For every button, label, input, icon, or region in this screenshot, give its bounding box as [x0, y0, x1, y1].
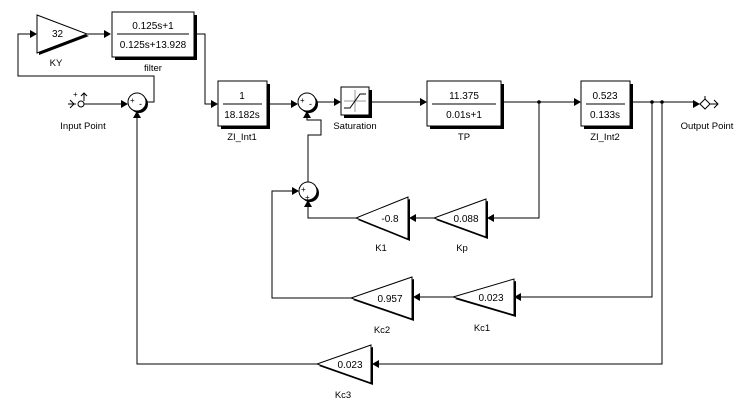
output-point-label: Output Point: [681, 121, 734, 132]
zi-int2-denominator: 0.133s: [590, 110, 620, 121]
zi-int2-numerator: 0.523: [592, 91, 617, 102]
ky-gain-value: 32: [52, 29, 64, 40]
filter-numerator: 0.125s+1: [132, 21, 174, 32]
svg-text:+: +: [73, 90, 78, 99]
input-point-label: Input Point: [60, 121, 106, 132]
kc2-label: Kc2: [374, 325, 390, 336]
kp-gain-block[interactable]: 0.088: [432, 198, 488, 239]
saturation-block[interactable]: [340, 86, 372, 118]
sum1-sign-bottom: -: [139, 99, 142, 109]
tp-label: TP: [458, 132, 470, 143]
sum-junction-3[interactable]: + +: [298, 181, 319, 202]
saturation-curve-icon: [344, 93, 366, 109]
sum1-sign-left: +: [130, 96, 135, 105]
kc1-label: Kc1: [474, 323, 490, 334]
kc2-gain-block[interactable]: 0.957: [349, 276, 414, 321]
kp-label: Kp: [456, 243, 468, 254]
kc3-gain-value: 0.023: [337, 360, 362, 371]
filter-denominator: 0.125s+13.928: [120, 40, 187, 51]
input-point-port[interactable]: +: [68, 90, 88, 109]
tp-numerator: 11.375: [449, 91, 479, 102]
kc3-gain-block[interactable]: 0.023: [315, 344, 373, 385]
tp-transfer-fcn-block[interactable]: 11.375 0.01s+1: [426, 80, 504, 129]
zi-int2-block[interactable]: 0.523 0.133s: [580, 80, 633, 129]
zi-int1-label: ZI_Int1: [227, 132, 257, 143]
k1-gain-block[interactable]: -0.8: [354, 196, 410, 241]
sum3-sign-left: +: [301, 185, 306, 194]
signal-lines: [17, 30, 700, 368]
tp-denominator: 0.01s+1: [446, 110, 482, 121]
filter-transfer-fcn-block[interactable]: 0.125s+1 0.125s+13.928: [111, 11, 197, 60]
filter-label: filter: [144, 63, 162, 74]
ky-gain-block[interactable]: 32: [36, 14, 89, 55]
saturation-label: Saturation: [333, 121, 376, 132]
sum2-sign-bottom: -: [309, 99, 312, 109]
kc3-label: Kc3: [335, 390, 351, 401]
kc2-gain-value: 0.957: [377, 294, 402, 305]
kc1-gain-value: 0.023: [478, 293, 503, 304]
k1-label: K1: [375, 243, 387, 254]
sum-junction-2[interactable]: + -: [297, 92, 318, 113]
ky-label: KY: [50, 58, 63, 69]
sum-junction-1[interactable]: + -: [127, 92, 148, 113]
k1-gain-value: -0.8: [381, 214, 399, 225]
zi-int1-numerator: 1: [239, 91, 245, 102]
sum2-sign-left: +: [300, 96, 305, 105]
zi-int2-label: ZI_Int2: [590, 132, 620, 143]
zi-int1-block[interactable]: 1 18.182s: [217, 80, 270, 129]
zi-int1-denominator: 18.182s: [224, 110, 260, 121]
kp-gain-value: 0.088: [453, 214, 478, 225]
kc1-gain-block[interactable]: 0.023: [451, 278, 516, 317]
output-point-port[interactable]: [699, 96, 719, 110]
sum3-sign-bottom: +: [305, 193, 310, 202]
